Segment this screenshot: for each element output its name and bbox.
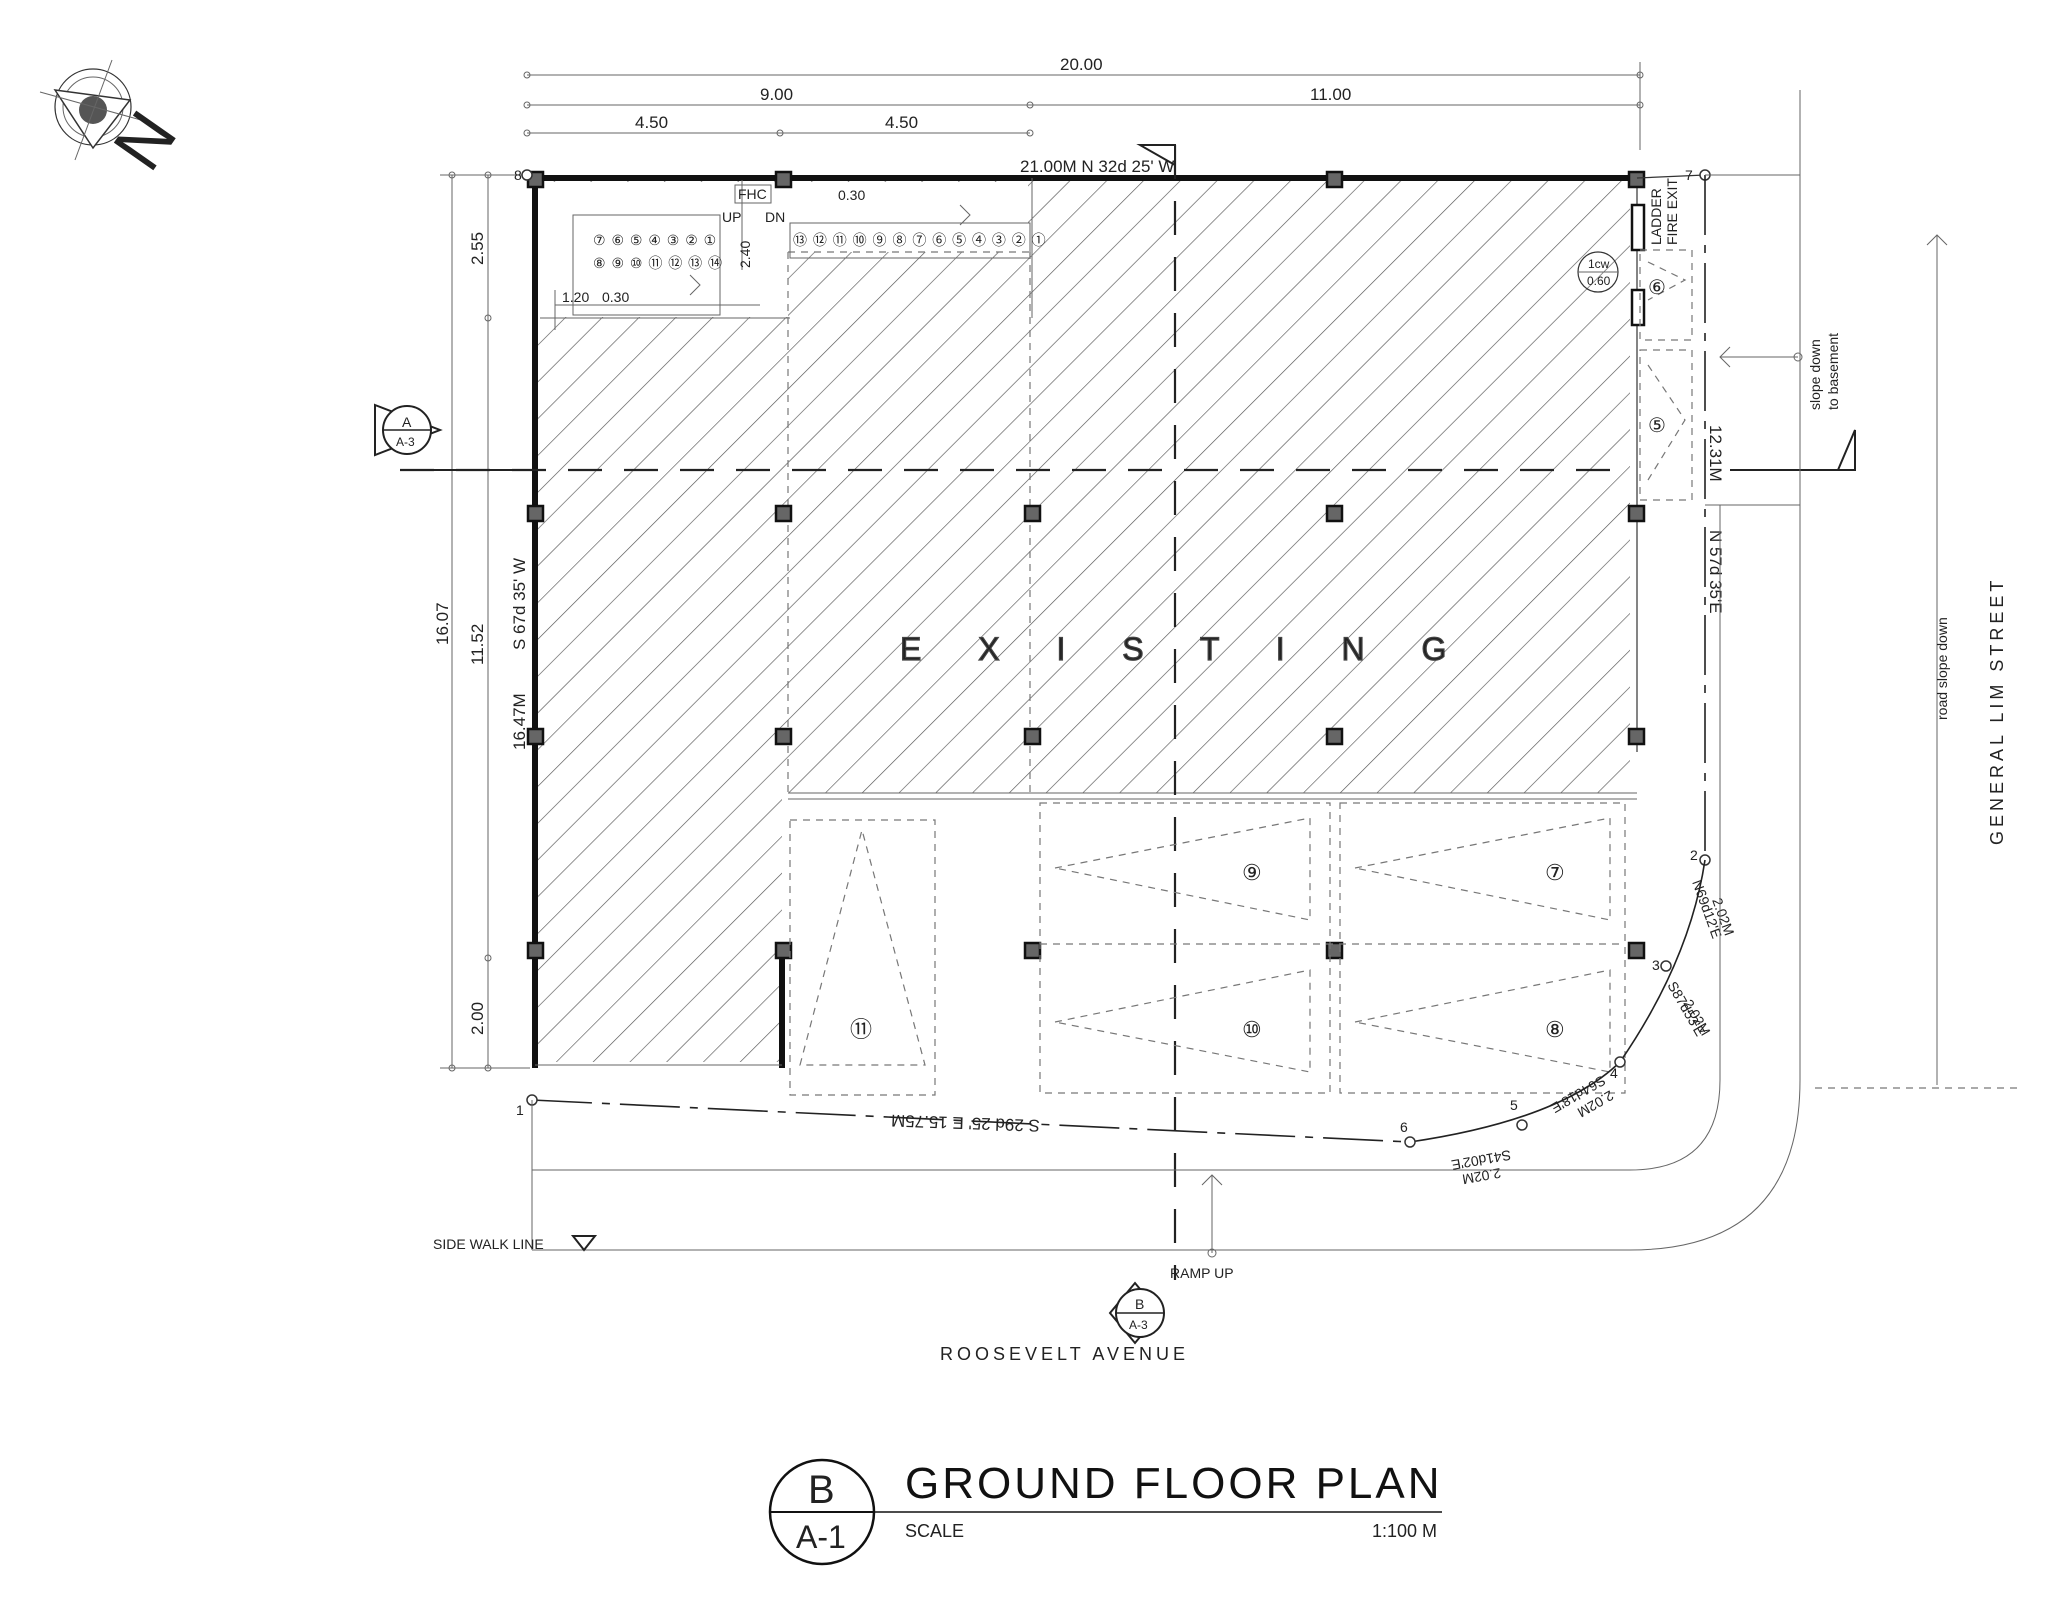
parking-6: ⑥ bbox=[1648, 277, 1666, 299]
ramp-arrow bbox=[1201, 1174, 1223, 1258]
scale-label: SCALE bbox=[905, 1521, 964, 1541]
dim-top-left: 9.00 bbox=[760, 85, 793, 104]
slope-basement-a: slope down bbox=[1807, 339, 1823, 410]
parking-9: ⑨ bbox=[1242, 860, 1262, 885]
parking-11: ⑪ bbox=[850, 1017, 872, 1042]
sidewalk-label: SIDE WALK LINE bbox=[433, 1236, 544, 1252]
cw-bottom: 0.60 bbox=[1587, 274, 1611, 288]
dim-left-mid: 11.52 bbox=[468, 624, 487, 665]
fire-exit-a: LADDER bbox=[1648, 188, 1664, 245]
dim-top-total: 20.00 bbox=[1060, 55, 1103, 74]
dim-top-q1: 4.50 bbox=[635, 113, 668, 132]
dim-top-q2: 4.50 bbox=[885, 113, 918, 132]
existing-label: E X I S T I N G bbox=[900, 631, 1470, 667]
title-sheet: A-1 bbox=[796, 1519, 846, 1555]
road-slope-label: road slope down bbox=[1934, 617, 1950, 720]
parking-5: ⑤ bbox=[1648, 415, 1666, 437]
parking-10: ⑩ bbox=[1242, 1017, 1262, 1042]
property-south: S 29d 25' E 15.75M bbox=[891, 1111, 1040, 1135]
sidewalk-lines bbox=[531, 90, 2020, 1251]
left-dimensions bbox=[440, 171, 530, 1072]
property-east-length: 12.31M bbox=[1706, 425, 1725, 482]
top-dimensions bbox=[523, 62, 1644, 150]
east-parking-stalls bbox=[1639, 249, 1693, 501]
corner-7: 7 bbox=[1685, 167, 1693, 183]
street-east: GENERAL LIM STREET bbox=[1987, 577, 2007, 845]
corner-5: 5 bbox=[1510, 1097, 1518, 1113]
section-b-id: B bbox=[1135, 1296, 1144, 1312]
north-arrow-icon bbox=[39, 59, 149, 161]
stair-w1: 1.20 bbox=[562, 289, 589, 305]
section-marker-a bbox=[374, 403, 443, 457]
corner-4: 4 bbox=[1610, 1065, 1618, 1081]
ramp-label: RAMP UP bbox=[1170, 1265, 1234, 1281]
corner-3: 3 bbox=[1652, 957, 1660, 973]
stair-w2: 0.30 bbox=[602, 289, 629, 305]
corner-6: 6 bbox=[1400, 1119, 1408, 1135]
columns bbox=[526, 170, 1646, 960]
section-b-sheet: A-3 bbox=[1129, 1318, 1148, 1332]
section-a-sheet: A-3 bbox=[396, 435, 415, 449]
dim-left-total: 16.07 bbox=[433, 602, 452, 645]
drawing-title: GROUND FLOOR PLAN bbox=[905, 1459, 1443, 1508]
scale-value: 1:100 M bbox=[1372, 1521, 1437, 1541]
stair-h: 2.40 bbox=[737, 241, 753, 268]
stair-fhc: FHC bbox=[738, 186, 767, 202]
property-west-bearing: S 67d 35' W bbox=[510, 558, 529, 650]
property-line bbox=[521, 169, 1711, 1148]
slope-basement-b: to basement bbox=[1825, 333, 1841, 410]
title-marker bbox=[768, 1458, 1442, 1566]
stair-dn: DN bbox=[765, 209, 785, 225]
property-north: 21.00M N 32d 25' W bbox=[1020, 157, 1174, 176]
stair-up: UP bbox=[722, 209, 741, 225]
section-marker-b bbox=[1108, 1281, 1165, 1345]
corner-8: 8 bbox=[514, 167, 522, 183]
property-west-length: 16.47M bbox=[510, 693, 529, 750]
stair-steps-right: ⑬ ⑫ ⑪ ⑩ ⑨ ⑧ ⑦ ⑥ ⑤ ④ ③ ② ① bbox=[793, 232, 1047, 248]
fire-exit-ladder bbox=[1577, 203, 1646, 327]
stair-steps-left2: ⑧ ⑨ ⑩ ⑪ ⑫ ⑬ ⑭ bbox=[593, 255, 723, 271]
stair-w3: 0.30 bbox=[838, 187, 865, 203]
corner-2: 2 bbox=[1690, 847, 1698, 863]
street-south: ROOSEVELT AVENUE bbox=[940, 1344, 1189, 1364]
title-id: B bbox=[808, 1468, 835, 1512]
slope-basement-arrow bbox=[1719, 346, 1803, 368]
sidewalk-arrow-icon bbox=[570, 1235, 598, 1252]
parking-8: ⑧ bbox=[1545, 1017, 1565, 1042]
stair-steps-left: ⑦ ⑥ ⑤ ④ ③ ② ① bbox=[593, 232, 717, 248]
road-slope-arrow bbox=[1926, 234, 1948, 1085]
building-outline bbox=[532, 175, 1638, 1068]
dim-left-bottom: 2.00 bbox=[468, 1002, 487, 1035]
cw-top: 1cw bbox=[1588, 257, 1610, 271]
property-east-bearing: N 57d 35'E bbox=[1706, 530, 1725, 614]
section-a-id: A bbox=[402, 414, 412, 430]
south-parking-stalls bbox=[789, 802, 1626, 1096]
stair bbox=[554, 180, 1031, 330]
corner-1: 1 bbox=[516, 1102, 524, 1118]
fire-exit-b: FIRE EXIT bbox=[1664, 178, 1680, 245]
dim-top-right: 11.00 bbox=[1310, 85, 1351, 104]
curve-4-length: 2.02M bbox=[1461, 1165, 1502, 1188]
dim-left-top: 2.55 bbox=[468, 232, 487, 265]
parking-7: ⑦ bbox=[1545, 860, 1565, 885]
